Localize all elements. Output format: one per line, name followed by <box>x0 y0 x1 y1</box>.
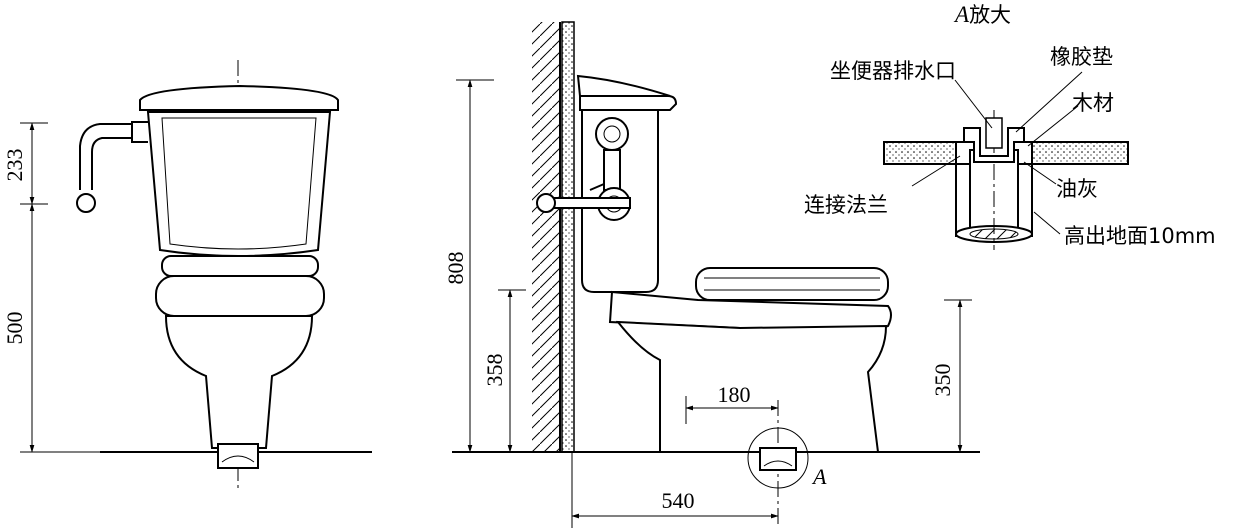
handle-mount <box>131 121 148 143</box>
seat-lid <box>695 267 889 301</box>
label-putty: 油灰 <box>1056 177 1098 201</box>
dim-label-233: 233 <box>2 149 27 182</box>
dim-label-500: 500 <box>2 312 27 345</box>
side-bowl-body <box>615 320 888 453</box>
detail-circle-a <box>747 427 809 489</box>
detail-floor-left <box>883 141 959 165</box>
bowl-body <box>164 315 314 449</box>
leader-above-floor <box>1033 211 1061 235</box>
flush-lever-knob <box>76 193 96 213</box>
dim-label-808: 808 <box>443 252 468 285</box>
detail-floor-right <box>1027 141 1129 165</box>
inlet-knob <box>536 193 556 213</box>
tank-inner-outline <box>161 117 317 250</box>
dim-label-540: 540 <box>662 488 695 513</box>
dim-label-180: 180 <box>718 382 751 407</box>
leader-drain-outlet <box>954 79 993 129</box>
leader-rubber-gasket <box>1015 71 1083 133</box>
label-drain-outlet: 坐便器排水口 <box>830 59 956 83</box>
dim-label-358: 358 <box>482 354 507 387</box>
label-wood: 木材 <box>1072 91 1114 115</box>
detail-title: A放大 <box>953 2 1011 27</box>
tank-lid <box>139 84 339 111</box>
detail-a-view: A放大 坐便器排水口 橡胶垫 木材 连接法兰 油灰 高出地面10mm <box>804 2 1216 250</box>
dim-label-350: 350 <box>930 364 955 397</box>
wall-plaster <box>561 21 575 453</box>
wall-hatch <box>532 22 560 452</box>
pipe-wall-left <box>955 163 971 237</box>
label-above-floor: 高出地面10mm <box>1064 224 1216 248</box>
leader-wood <box>1027 105 1079 147</box>
leader-putty <box>1023 161 1057 185</box>
side-drain-stub <box>759 447 797 471</box>
side-drain-curve <box>763 460 793 467</box>
valve-top-inner <box>603 125 621 143</box>
toilet-outlet <box>963 127 1025 163</box>
leader-flange <box>911 155 961 187</box>
front-view: 233 500 <box>2 60 372 490</box>
label-flange: 连接法兰 <box>804 193 888 217</box>
front-drain-curve <box>221 455 255 463</box>
flush-lever-arm-outer <box>79 123 132 190</box>
pipe-wall-right <box>1017 163 1033 237</box>
side-tank-lid <box>579 95 678 111</box>
flush-lever-arm-inner <box>91 137 132 190</box>
valve-top-ring <box>595 117 629 151</box>
outlet-spigot <box>985 117 1003 149</box>
side-tank-lid-top <box>576 74 671 97</box>
tank-body <box>146 111 332 257</box>
detail-marker-a: A <box>811 464 827 489</box>
side-view: A 808 358 350 180 540 <box>443 21 980 528</box>
valve-strut <box>589 183 605 191</box>
tank-base-ring <box>161 255 319 277</box>
inlet-pipe <box>547 197 631 209</box>
valve-stem <box>603 149 621 191</box>
bowl-top-ring <box>155 275 325 317</box>
label-rubber-gasket: 橡胶垫 <box>1050 45 1113 69</box>
